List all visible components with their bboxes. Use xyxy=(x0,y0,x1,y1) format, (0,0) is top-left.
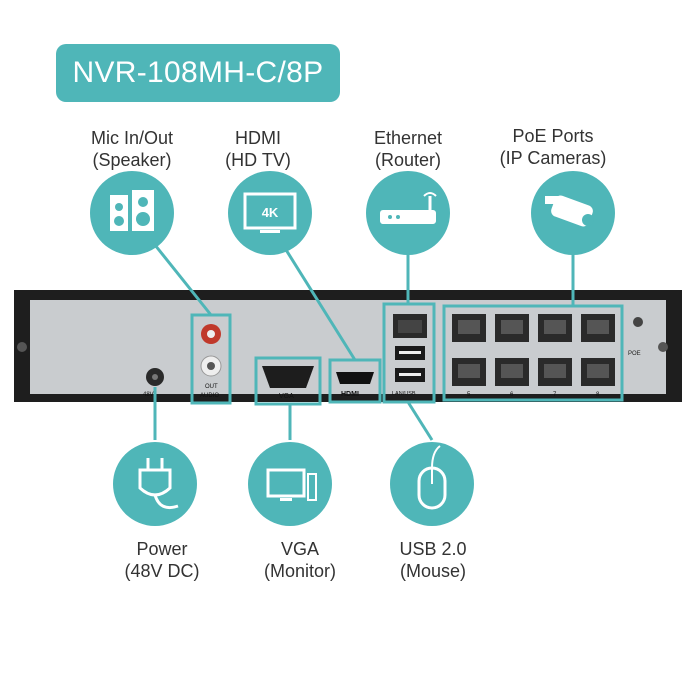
speaker-icon xyxy=(90,171,174,255)
audio-label: AUDIO xyxy=(200,393,219,399)
mouse-icon xyxy=(390,442,474,526)
model-title: NVR-108MH-C/8P xyxy=(72,56,324,89)
line-mic xyxy=(153,244,213,316)
dc-label: 48V xyxy=(143,392,154,398)
poe-port-number: 8 xyxy=(596,392,600,398)
poe-port-grid: 5 6 7 8 xyxy=(452,314,615,398)
poe-port-number: 7 xyxy=(553,392,557,398)
poe-port-number: 6 xyxy=(510,392,514,398)
line-usb xyxy=(406,401,434,441)
callout-label-usb: USB 2.0(Mouse) xyxy=(399,539,467,581)
poe-port-socket xyxy=(587,320,609,334)
callout-label-hdmi: HDMI(HD TV) xyxy=(225,128,291,170)
poe-port-number: 5 xyxy=(467,392,471,398)
hdmi-panel-label: HDMI xyxy=(341,391,359,398)
poe-highlight xyxy=(442,304,624,402)
tv-badge: 4K xyxy=(262,205,279,220)
model-title-badge: NVR-108MH-C/8P xyxy=(56,44,340,102)
line-hdmi xyxy=(281,244,357,361)
poe-port-socket xyxy=(501,364,523,378)
callout-label-mic: Mic In/Out(Speaker) xyxy=(90,128,174,170)
poe-port-socket xyxy=(544,364,566,378)
poe-port-socket xyxy=(458,320,480,334)
poe-port-socket xyxy=(458,364,480,378)
callout-lines xyxy=(153,244,575,441)
callout-label-poe: PoE Ports(IP Cameras) xyxy=(499,126,607,168)
poe-port-socket xyxy=(501,320,523,334)
audio-out-label: OUT xyxy=(205,384,218,390)
ground-screw xyxy=(633,317,643,327)
lan-usb-panel-label: LAN/USB xyxy=(392,391,416,397)
right-screw xyxy=(658,342,668,352)
callout-label-vga: VGA(Monitor) xyxy=(263,539,336,581)
callout-label-power: Power(48V DC) xyxy=(124,539,200,581)
callout-label-ethernet: Ethernet(Router) xyxy=(373,128,443,170)
router-icon xyxy=(366,171,450,255)
poe-port-socket xyxy=(544,320,566,334)
vga-port xyxy=(262,366,314,388)
left-screw xyxy=(17,342,27,352)
monitor-icon xyxy=(248,442,332,526)
nvr-rear-panel: POE 48V OUT AUDIO VGA HDMI LAN/USB 5 6 7 8 xyxy=(14,290,682,406)
poe-port-socket xyxy=(587,364,609,378)
plug-icon xyxy=(113,442,197,526)
camera-icon xyxy=(531,171,615,255)
vga-panel-label: VGA xyxy=(279,393,294,400)
tv-4k-icon: 4K xyxy=(228,171,312,255)
hdmi-port xyxy=(336,372,374,384)
poe-panel-label: POE xyxy=(628,351,641,357)
vga-highlight xyxy=(254,356,322,406)
